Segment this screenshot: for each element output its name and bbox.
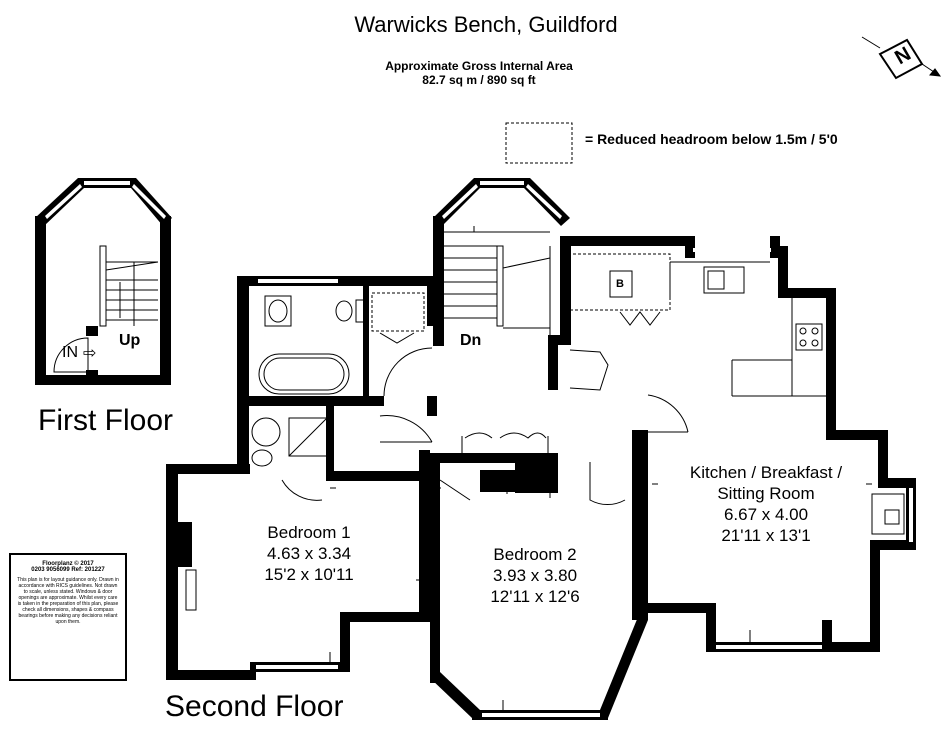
entrance-label: IN [62, 344, 78, 361]
plan-title: Warwicks Bench, Guildford [354, 12, 618, 37]
stairs-down-label: Dn [460, 332, 482, 349]
disclaimer-heading: Floorplanz © 2017 [42, 561, 94, 567]
room-metric: 3.93 x 3.80 [492, 566, 578, 585]
room-name: Bedroom 1 [267, 523, 351, 542]
entrance-arrow-icon: ⇨ [83, 345, 97, 362]
room-metric: 6.67 x 4.00 [723, 505, 809, 524]
room-name: Kitchen / Breakfast / [689, 463, 843, 482]
disclaimer-box: Floorplanz © 2017 0203 9056099 Ref: 2012… [9, 553, 127, 681]
disclaimer-contact: 0203 9056099 Ref: 201227 [31, 567, 105, 573]
room-imperial: 15'2 x 10'11 [264, 565, 354, 584]
second-floor-label: Second Floor [165, 690, 344, 723]
disclaimer-text: This plan is for layout guidance only. D… [17, 577, 119, 625]
room-bedroom-2: Bedroom 2 3.93 x 3.80 12'11 x 12'6 [460, 544, 610, 607]
second-floor-walls [166, 178, 916, 720]
room-bedroom-1: Bedroom 1 4.63 x 3.34 15'2 x 10'11 [234, 522, 384, 585]
room-name-line-2: Sitting Room [717, 484, 815, 503]
first-floor-windows [45, 181, 166, 219]
room-metric: 4.63 x 3.34 [266, 544, 352, 563]
second-floor-windows [256, 181, 913, 717]
area-value: 82.7 sq m / 890 sq ft [422, 73, 536, 87]
area-heading: Approximate Gross Internal Area [385, 59, 573, 73]
headroom-legend: = Reduced headroom below 1.5m / 5'0 [585, 131, 838, 147]
room-name: Bedroom 2 [493, 545, 577, 564]
stairs-up-label: Up [119, 332, 141, 349]
first-floor-label: First Floor [38, 404, 173, 437]
room-imperial: 12'11 x 12'6 [490, 587, 580, 606]
compass-symbol [861, 36, 942, 80]
boiler-label: B [616, 278, 624, 290]
room-imperial: 21'11 x 13'1 [721, 526, 811, 545]
room-kitchen: Kitchen / Breakfast / Sitting Room 6.67 … [666, 462, 866, 546]
